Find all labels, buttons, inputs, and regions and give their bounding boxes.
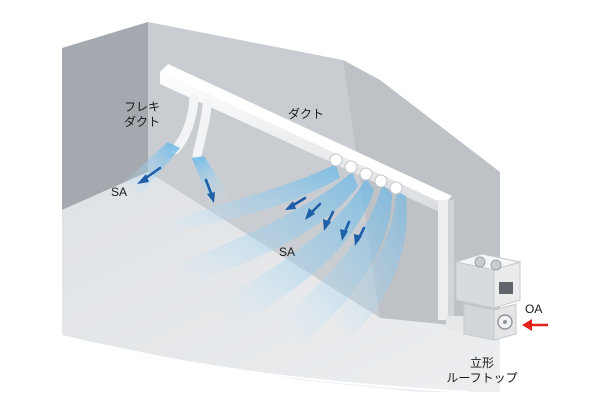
diffuser [329, 153, 343, 167]
flex-duct-2 [192, 99, 212, 161]
fan-icon [490, 259, 502, 271]
rooftop-unit-label: 立形 ルーフトップ [436, 356, 528, 386]
arrow-sa-5 [354, 226, 366, 246]
flexible-duct-label-line1: フレキ [123, 100, 160, 114]
air-fan-2 [170, 172, 358, 290]
supply-air-label-main: SA [279, 245, 296, 259]
air-fan-4 [280, 184, 392, 346]
flex-duct-1 [170, 93, 199, 155]
diffusers [329, 153, 403, 195]
air-fan-5 [330, 190, 407, 338]
supply-air-flow [150, 164, 407, 346]
arrow-sa-3 [323, 210, 335, 231]
left-wall [62, 22, 148, 210]
flexible-ducts [124, 93, 236, 210]
duct-top-face [160, 64, 452, 204]
duct-riser-shade [448, 200, 454, 320]
arrow-flex-left [137, 166, 162, 184]
rooftop-unit-label-line2: ルーフトップ [446, 371, 518, 385]
flexible-duct-label: フレキ ダクト [116, 100, 168, 130]
air-fan-3 [220, 178, 374, 330]
fan-icon [474, 256, 486, 268]
outdoor-air-label: OA [525, 302, 543, 316]
air-arrows [137, 166, 366, 246]
unit-fan-hub [503, 320, 507, 324]
flexible-duct-label-line2: ダクト [123, 115, 160, 129]
duct-label: ダクト [288, 107, 325, 121]
rooftop-unit [454, 253, 522, 341]
diffuser [389, 181, 403, 195]
duct-front-face [160, 72, 444, 214]
oa-arrow [522, 319, 548, 331]
unit-upper-left [455, 261, 495, 309]
arrow-sa-4 [340, 220, 351, 241]
unit-lower-left [463, 303, 495, 341]
diffuser [359, 167, 373, 181]
arrow-sa-2 [305, 202, 322, 220]
arrow-flex-right [204, 178, 215, 203]
arrow-sa-1 [285, 196, 307, 210]
flex-air-right [192, 156, 236, 210]
diffuser [374, 174, 388, 188]
diffuser [344, 160, 358, 174]
flex-air-left [124, 142, 180, 196]
floor-front-edge [61, 335, 471, 393]
supply-air-label-left: SA [111, 185, 128, 199]
air-fan-1 [150, 164, 340, 236]
unit-panel [499, 282, 513, 294]
rooftop-unit-label-line1: 立形 [469, 356, 494, 370]
